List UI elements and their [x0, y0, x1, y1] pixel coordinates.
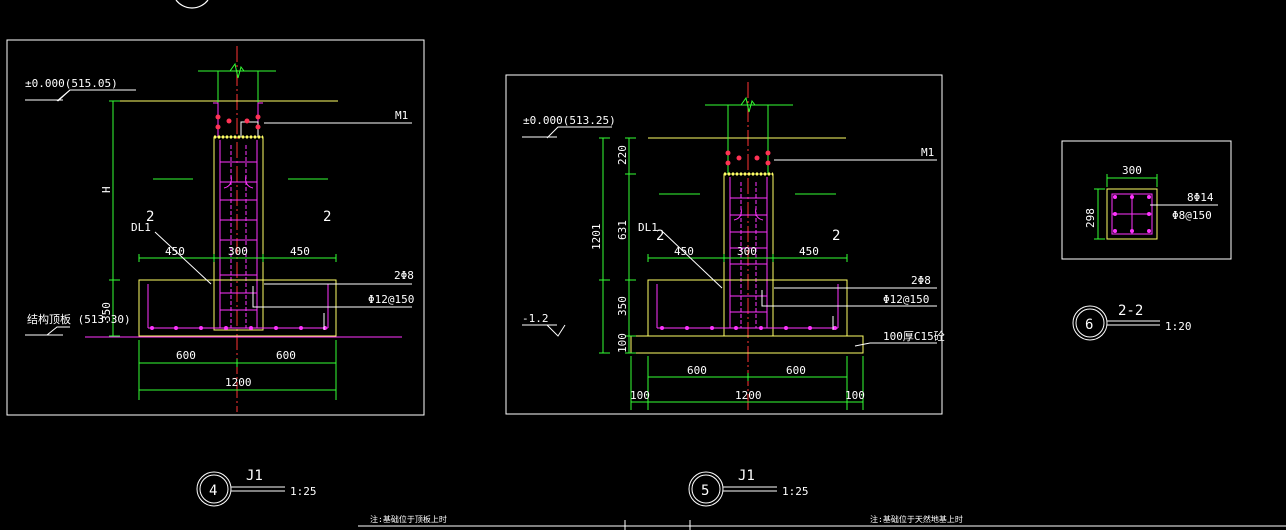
detail-6-stirrup: Φ8@150 [1172, 209, 1212, 222]
detail-5-dim-100-left: 100 [630, 389, 650, 402]
detail-5: ±0.000(513.25) -1.2 1201 220 631 350 100… [505, 74, 945, 415]
detail-4-dim-600-right: 600 [276, 349, 296, 362]
detail-5-bedding-label: 100厚C15砼 [883, 330, 945, 343]
detail-5-bottom-bar-dots [660, 326, 837, 330]
cut-off-detail-tag [175, 0, 209, 9]
detail-4-dimension-lines [109, 100, 337, 400]
detail-4-tag-outer-circle [196, 471, 232, 507]
detail-5-beam-label: DL1 [638, 221, 658, 234]
detail-5-m1-label: M1 [921, 146, 934, 159]
detail-5-dimension-lines [599, 137, 864, 410]
detail-6-tag-outer-circle [1072, 305, 1108, 341]
detail-4-tag: 4 J1 1:25 [196, 468, 317, 507]
detail-5-section-left: 2 [656, 228, 664, 244]
detail-5-dim-100-vertical: 100 [616, 333, 629, 353]
detail-6-section-outline [1106, 188, 1158, 240]
detail-6-frame [1061, 140, 1232, 260]
detail-6-bar-dots [1113, 195, 1151, 233]
detail-6-tag: 6 2-2 1:20 [1072, 303, 1192, 341]
detail-5-low-elevation-label: -1.2 [522, 312, 549, 325]
detail-6-dim-300: 300 [1122, 164, 1142, 177]
detail-4-tag-title: J1 [246, 468, 263, 484]
detail-5-tag-title: J1 [738, 468, 755, 484]
footer-right-title: 注:基础位于天然地基上时 [870, 514, 963, 524]
detail-5-dim-100-right: 100 [845, 389, 865, 402]
detail-4-tag-scale: 1:25 [290, 485, 317, 498]
detail-4-dim-300: 300 [228, 245, 248, 258]
detail-4-top-rebar-label: 2Φ8 [394, 269, 414, 282]
detail-5-dim-600-left: 600 [687, 364, 707, 377]
detail-5-dim-600-right: 600 [786, 364, 806, 377]
detail-4-beam-label: DL1 [131, 221, 151, 234]
detail-4-height-label: H [100, 186, 113, 193]
detail-4-dim-600-left: 600 [176, 349, 196, 362]
detail-4-bottom-bar-dots [150, 326, 327, 330]
detail-5-dim-450-left: 450 [674, 245, 694, 258]
detail-6-tag-title: 2-2 [1118, 303, 1143, 319]
detail-5-tag-outer-circle [688, 471, 724, 507]
detail-5-stirrup-label: Φ12@150 [883, 293, 929, 306]
detail-5-leaders [522, 126, 937, 347]
detail-5-tag-number: 5 [701, 483, 709, 499]
detail-4-dim-450-right: 450 [290, 245, 310, 258]
detail-5-column-bar-dots [725, 150, 771, 166]
detail-4-break-symbol [229, 62, 245, 79]
detail-4-m1-label: M1 [395, 109, 408, 122]
detail-4-elevation-triangle [57, 89, 71, 102]
detail-6-tag-number: 6 [1085, 317, 1093, 333]
detail-4-tag-inner-circle [199, 474, 229, 504]
detail-4-tag-number: 4 [209, 483, 217, 499]
detail-5-dim-1200: 1200 [735, 389, 762, 402]
detail-5-dim-450-right: 450 [799, 245, 819, 258]
detail-4-frame [6, 39, 425, 416]
detail-4-dim-350: 350 [100, 302, 113, 322]
detail-5-elevation-label: ±0.000(513.25) [523, 114, 616, 127]
footer-left-title: 注:基础位于顶板上时 [370, 514, 447, 524]
footer-table: 注:基础位于顶板上时 注:基础位于天然地基上时 [358, 514, 1286, 530]
detail-6-dim-298: 298 [1084, 208, 1097, 228]
detail-6: 300 298 8Φ14 Φ8@150 [1061, 140, 1232, 260]
detail-5-tag-inner-circle [691, 474, 721, 504]
detail-4-section-left: 2 [146, 209, 154, 225]
detail-4-column-bar-dots [215, 114, 261, 130]
detail-6-tag-inner-circle [1075, 308, 1105, 338]
detail-4-footing [138, 279, 337, 337]
detail-4: ±0.000(515.05) 结构顶板 (513.30) H 2 2 DL1 M… [6, 39, 425, 416]
detail-6-dimension-lines [1094, 174, 1158, 240]
detail-5-break-symbol [740, 96, 756, 113]
detail-4-elevation-label: ±0.000(515.05) [25, 77, 118, 90]
detail-4-stirrups [219, 140, 258, 328]
detail-5-section-right: 2 [832, 228, 840, 244]
detail-5-dim-300: 300 [737, 245, 757, 258]
detail-5-dim-350: 350 [616, 296, 629, 316]
detail-4-stirrup-label: Φ12@150 [368, 293, 414, 306]
detail-5-dim-220: 220 [616, 145, 629, 165]
detail-4-dim-1200: 1200 [225, 376, 252, 389]
detail-4-floor-label: 结构顶板 (513.30) [27, 312, 131, 326]
detail-6-main-rebar: 8Φ14 [1187, 191, 1214, 204]
detail-5-dim-631: 631 [616, 220, 629, 240]
detail-5-tag-scale: 1:25 [782, 485, 809, 498]
detail-5-top-rebar-label: 2Φ8 [911, 274, 931, 287]
detail-5-frame [505, 74, 943, 415]
detail-6-tag-scale: 1:20 [1165, 320, 1192, 333]
detail-5-tag: 5 J1 1:25 [688, 468, 809, 507]
detail-5-dim-1201: 1201 [590, 224, 603, 251]
detail-4-section-right: 2 [323, 209, 331, 225]
detail-4-dim-450-left: 450 [165, 245, 185, 258]
